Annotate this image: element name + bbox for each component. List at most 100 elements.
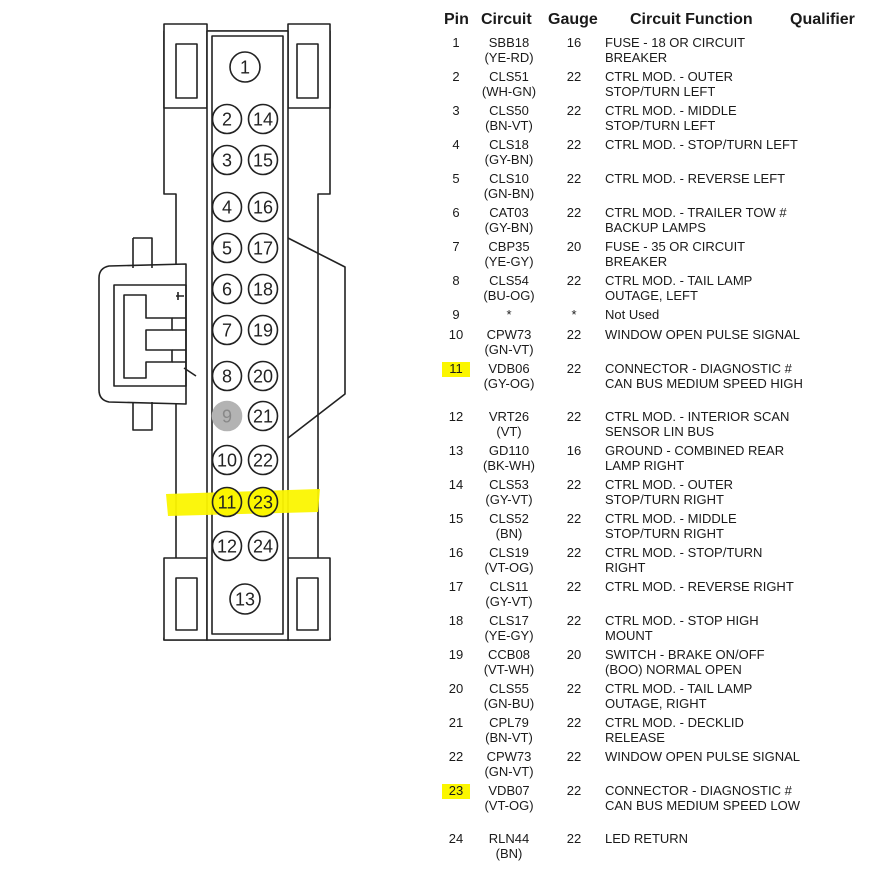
circuit-function: CTRL MOD. - MIDDLE STOP/TURN LEFT <box>605 103 737 133</box>
circuit-id: CBP35 <box>488 239 530 254</box>
header-gauge: Gauge <box>548 11 598 28</box>
circuit-id: CLS10 <box>489 171 529 186</box>
table-row: 24 RLN44(BN) 22 LED RETURN <box>432 831 869 866</box>
circuit-cell: CCB08(VT-WH) <box>472 647 546 677</box>
gauge: 22 <box>566 749 582 764</box>
pin-number-7: 7 <box>222 321 232 341</box>
circuit-function: Not Used <box>605 307 660 322</box>
circuit-cell: CBP35(YE-GY) <box>472 239 546 269</box>
pin-circle-21 <box>247 400 279 432</box>
gauge: 22 <box>566 783 582 798</box>
pin-number: 21 <box>448 715 464 730</box>
circuit-cell: VDB06(GY-OG) <box>472 361 546 391</box>
circuit-id: VDB06 <box>488 361 530 376</box>
circuit-id: VRT26 <box>488 409 530 424</box>
circuit-cell: CLS55(GN-BU) <box>472 681 546 711</box>
pinout-table: Pin Circuit Gauge Circuit Function Quali… <box>432 10 869 866</box>
pin-circle-20 <box>247 360 279 392</box>
circuit-id: CLS50 <box>489 103 529 118</box>
circuit-cell: CLS10(GN-BN) <box>472 171 546 201</box>
circuit-id: CAT03 <box>489 205 529 220</box>
pin-circle-10 <box>211 444 243 476</box>
pin-number-6: 6 <box>222 280 232 300</box>
gauge: 16 <box>566 35 582 50</box>
gauge: 22 <box>566 715 582 730</box>
pin-circle-23 <box>247 486 279 518</box>
circuit-id: CLS52 <box>489 511 529 526</box>
circuit-cell: CLS17(YE-GY) <box>472 613 546 643</box>
circuit-function: CTRL MOD. - STOP/TURN LEFT <box>605 137 798 152</box>
wire-color: (GN-BU) <box>483 695 535 711</box>
pin-number-17: 17 <box>253 239 273 259</box>
pin-circle-5 <box>211 232 243 264</box>
pin-number: 4 <box>452 137 460 152</box>
circuit-id: CLS55 <box>489 681 529 696</box>
header-qualifier: Qualifier <box>790 11 855 28</box>
pin-circle-14 <box>247 103 279 135</box>
circuit-cell: RLN44(BN) <box>472 831 546 861</box>
circuit-id: CLS19 <box>489 545 529 560</box>
circuit-cell: CPW73(GN-VT) <box>472 749 546 779</box>
wire-color: (BN) <box>495 525 523 541</box>
circuit-function: FUSE - 35 OR CIRCUIT BREAKER <box>605 239 745 269</box>
table-header: Pin Circuit Gauge Circuit Function Quali… <box>432 10 869 36</box>
wire-color: (GN-BN) <box>483 185 535 201</box>
circuit-function: CTRL MOD. - TAIL LAMP OUTAGE, RIGHT <box>605 681 753 711</box>
pin-number-8: 8 <box>222 367 232 387</box>
wire-color: (BN) <box>495 845 523 861</box>
gauge: 22 <box>566 545 582 560</box>
circuit-function: CTRL MOD. - TRAILER TOW # BACKUP LAMPS <box>605 205 787 235</box>
circuit-id: CCB08 <box>488 647 530 662</box>
pin-number: 17 <box>448 579 464 594</box>
circuit-cell: SBB18(YE-RD) <box>472 35 546 65</box>
circuit-cell: CPW73(GN-VT) <box>472 327 546 357</box>
table-row: 9**Not Used <box>432 307 869 328</box>
circuit-cell: CPL79(BN-VT) <box>472 715 546 745</box>
wire-color: (VT-OG) <box>484 797 534 813</box>
pin-number: 18 <box>448 613 464 628</box>
circuit-function: FUSE - 18 OR CIRCUIT BREAKER <box>605 35 745 65</box>
pin-number-15: 15 <box>253 151 273 171</box>
pin-number: 7 <box>452 239 460 254</box>
wire-color: (VT-OG) <box>484 559 534 575</box>
circuit-function: CTRL MOD. - INTERIOR SCAN SENSOR LIN BUS <box>605 409 790 439</box>
gauge: 22 <box>566 681 582 696</box>
pin-number-18: 18 <box>253 280 273 300</box>
wire-color: (GY-OG) <box>483 375 535 391</box>
wire-color: (GN-VT) <box>484 341 534 357</box>
circuit-cell: CLS54(BU-OG) <box>472 273 546 303</box>
circuit-id: RLN44 <box>488 831 530 846</box>
gauge: 22 <box>566 613 582 628</box>
pin-circle-8 <box>211 360 243 392</box>
circuit-function: CTRL MOD. - OUTER STOP/TURN RIGHT <box>605 477 734 507</box>
circuit-id: CLS51 <box>489 69 529 84</box>
circuit-cell: VDB07(VT-OG) <box>472 783 546 813</box>
header-pin: Pin <box>444 11 469 28</box>
wire-color: (GY-VT) <box>485 491 533 507</box>
gauge: 22 <box>566 137 582 152</box>
circuit-cell: CLS51(WH-GN) <box>472 69 546 99</box>
circuit-id: VDB07 <box>488 783 530 798</box>
pin-number: 24 <box>448 831 464 846</box>
pin-number-1: 1 <box>240 58 250 78</box>
circuit-cell: * <box>472 307 546 323</box>
circuit-cell: CLS11(GY-VT) <box>472 579 546 609</box>
gauge: 22 <box>566 409 582 424</box>
wire-color: (VT) <box>496 423 522 439</box>
pin-number: 9 <box>452 307 460 322</box>
circuit-function: SWITCH - BRAKE ON/OFF (BOO) NORMAL OPEN <box>605 647 765 677</box>
circuit-function: LED RETURN <box>605 831 689 846</box>
pin-number: 22 <box>448 749 464 764</box>
gauge: 20 <box>566 239 582 254</box>
gauge: 22 <box>566 579 582 594</box>
wire-color: (YE-GY) <box>484 627 534 643</box>
gauge: 22 <box>566 831 582 846</box>
